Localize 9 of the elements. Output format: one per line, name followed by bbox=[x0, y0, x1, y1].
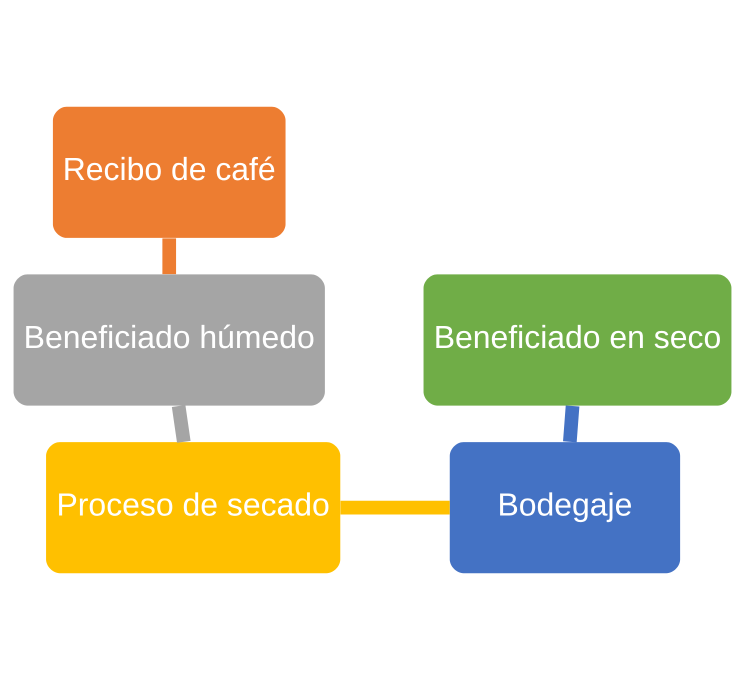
connector bbox=[340, 500, 450, 514]
node-box: Beneficiado húmedo bbox=[13, 274, 324, 406]
node-box: Beneficiado en seco bbox=[423, 274, 731, 406]
connector bbox=[562, 406, 579, 442]
node-box: Bodegaje bbox=[449, 442, 680, 574]
connector bbox=[171, 405, 190, 443]
node-box: Recibo de café bbox=[52, 106, 286, 238]
connector bbox=[162, 238, 176, 274]
node-box: Proceso de secado bbox=[46, 442, 340, 574]
